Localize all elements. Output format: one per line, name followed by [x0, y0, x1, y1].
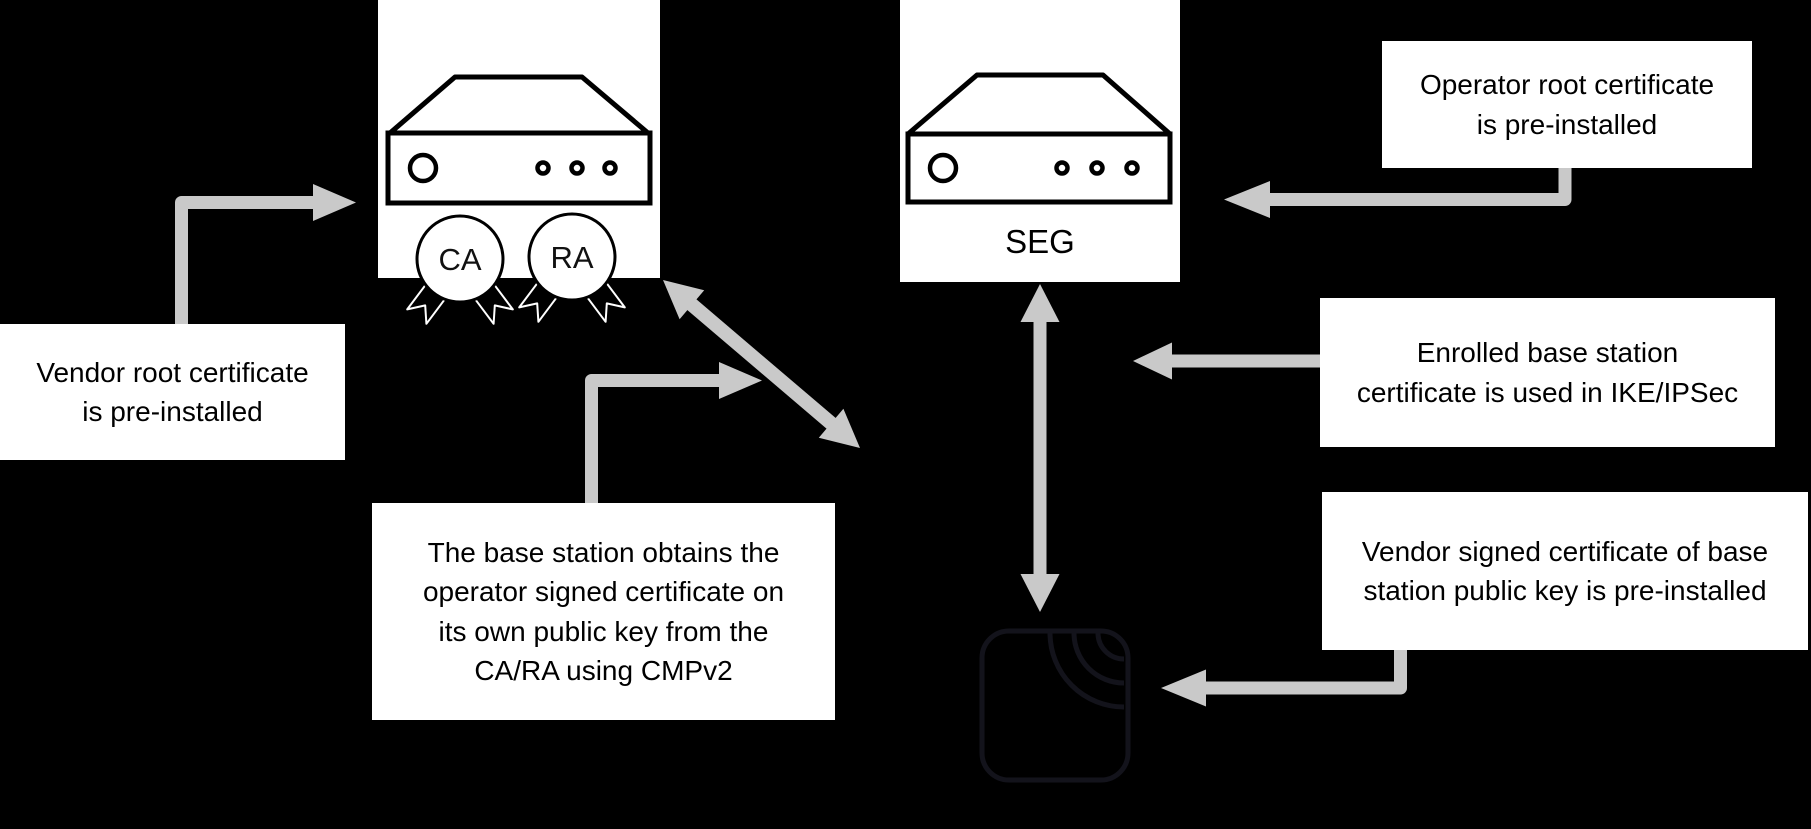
annotation-line: operator signed certificate on: [422, 576, 785, 608]
annotation-line: is pre-installed: [82, 396, 263, 427]
annotation-line: station public key is pre-installed: [1363, 575, 1767, 606]
ra-badge-label: RA: [550, 240, 593, 275]
arrow-seg-to-base-station-double: [1020, 284, 1060, 612]
arrow-operator-root-to-seg: [1224, 166, 1572, 218]
node-ca-ra-server: [378, 0, 660, 278]
annotation-line: CA/RA using CMPv2: [474, 654, 733, 686]
server-icon: [905, 72, 1173, 205]
server-icon: [385, 74, 653, 206]
annotation-line: Vendor root certificate: [36, 356, 309, 388]
node-seg-server: [900, 0, 1180, 282]
annotation-vendor-root: Vendor root certificate is pre-installed: [0, 324, 345, 460]
ca-badge-label: CA: [438, 242, 481, 277]
arrow-enrolled-cert-to-seg-link: [1133, 342, 1320, 380]
annotation-enrolled-cert: Enrolled base station certificate is use…: [1320, 298, 1775, 447]
annotation-line: is pre-installed: [1476, 108, 1658, 140]
annotation-cmpv2-note: The base station obtains the operator si…: [372, 503, 835, 720]
annotation-line: Vendor signed certificate of base: [1361, 535, 1769, 567]
ca-badge award-ribbon-icon: CA: [406, 214, 514, 325]
arrow-vendor-signed-to-base-station: [1161, 648, 1407, 707]
arrow-vendor-root-to-ca-ra-server: [175, 184, 356, 325]
annotation-line: certificate is used in IKE/IPSec: [1356, 376, 1739, 408]
annotation-line: Enrolled base station: [1416, 337, 1679, 369]
ca-ra-badges: CA RA: [406, 212, 626, 325]
annotation-operator-root: Operator root certificate is pre-install…: [1382, 41, 1752, 168]
annotation-vendor-signed: Vendor signed certificate of base statio…: [1322, 492, 1808, 650]
annotation-line: The base station obtains the: [427, 537, 780, 569]
ra-badge award-ribbon-icon: RA: [518, 212, 626, 323]
seg-label: SEG: [1005, 223, 1075, 260]
annotation-line: its own public key from the: [438, 615, 769, 647]
arrow-cmpv2-note-to-enrollment-link: [585, 362, 762, 504]
annotation-line: Operator root certificate: [1419, 69, 1715, 101]
arrow-ca-ra-to-base-station-double: [663, 280, 860, 448]
node-base-station base-station-wifi-icon: [979, 628, 1131, 783]
